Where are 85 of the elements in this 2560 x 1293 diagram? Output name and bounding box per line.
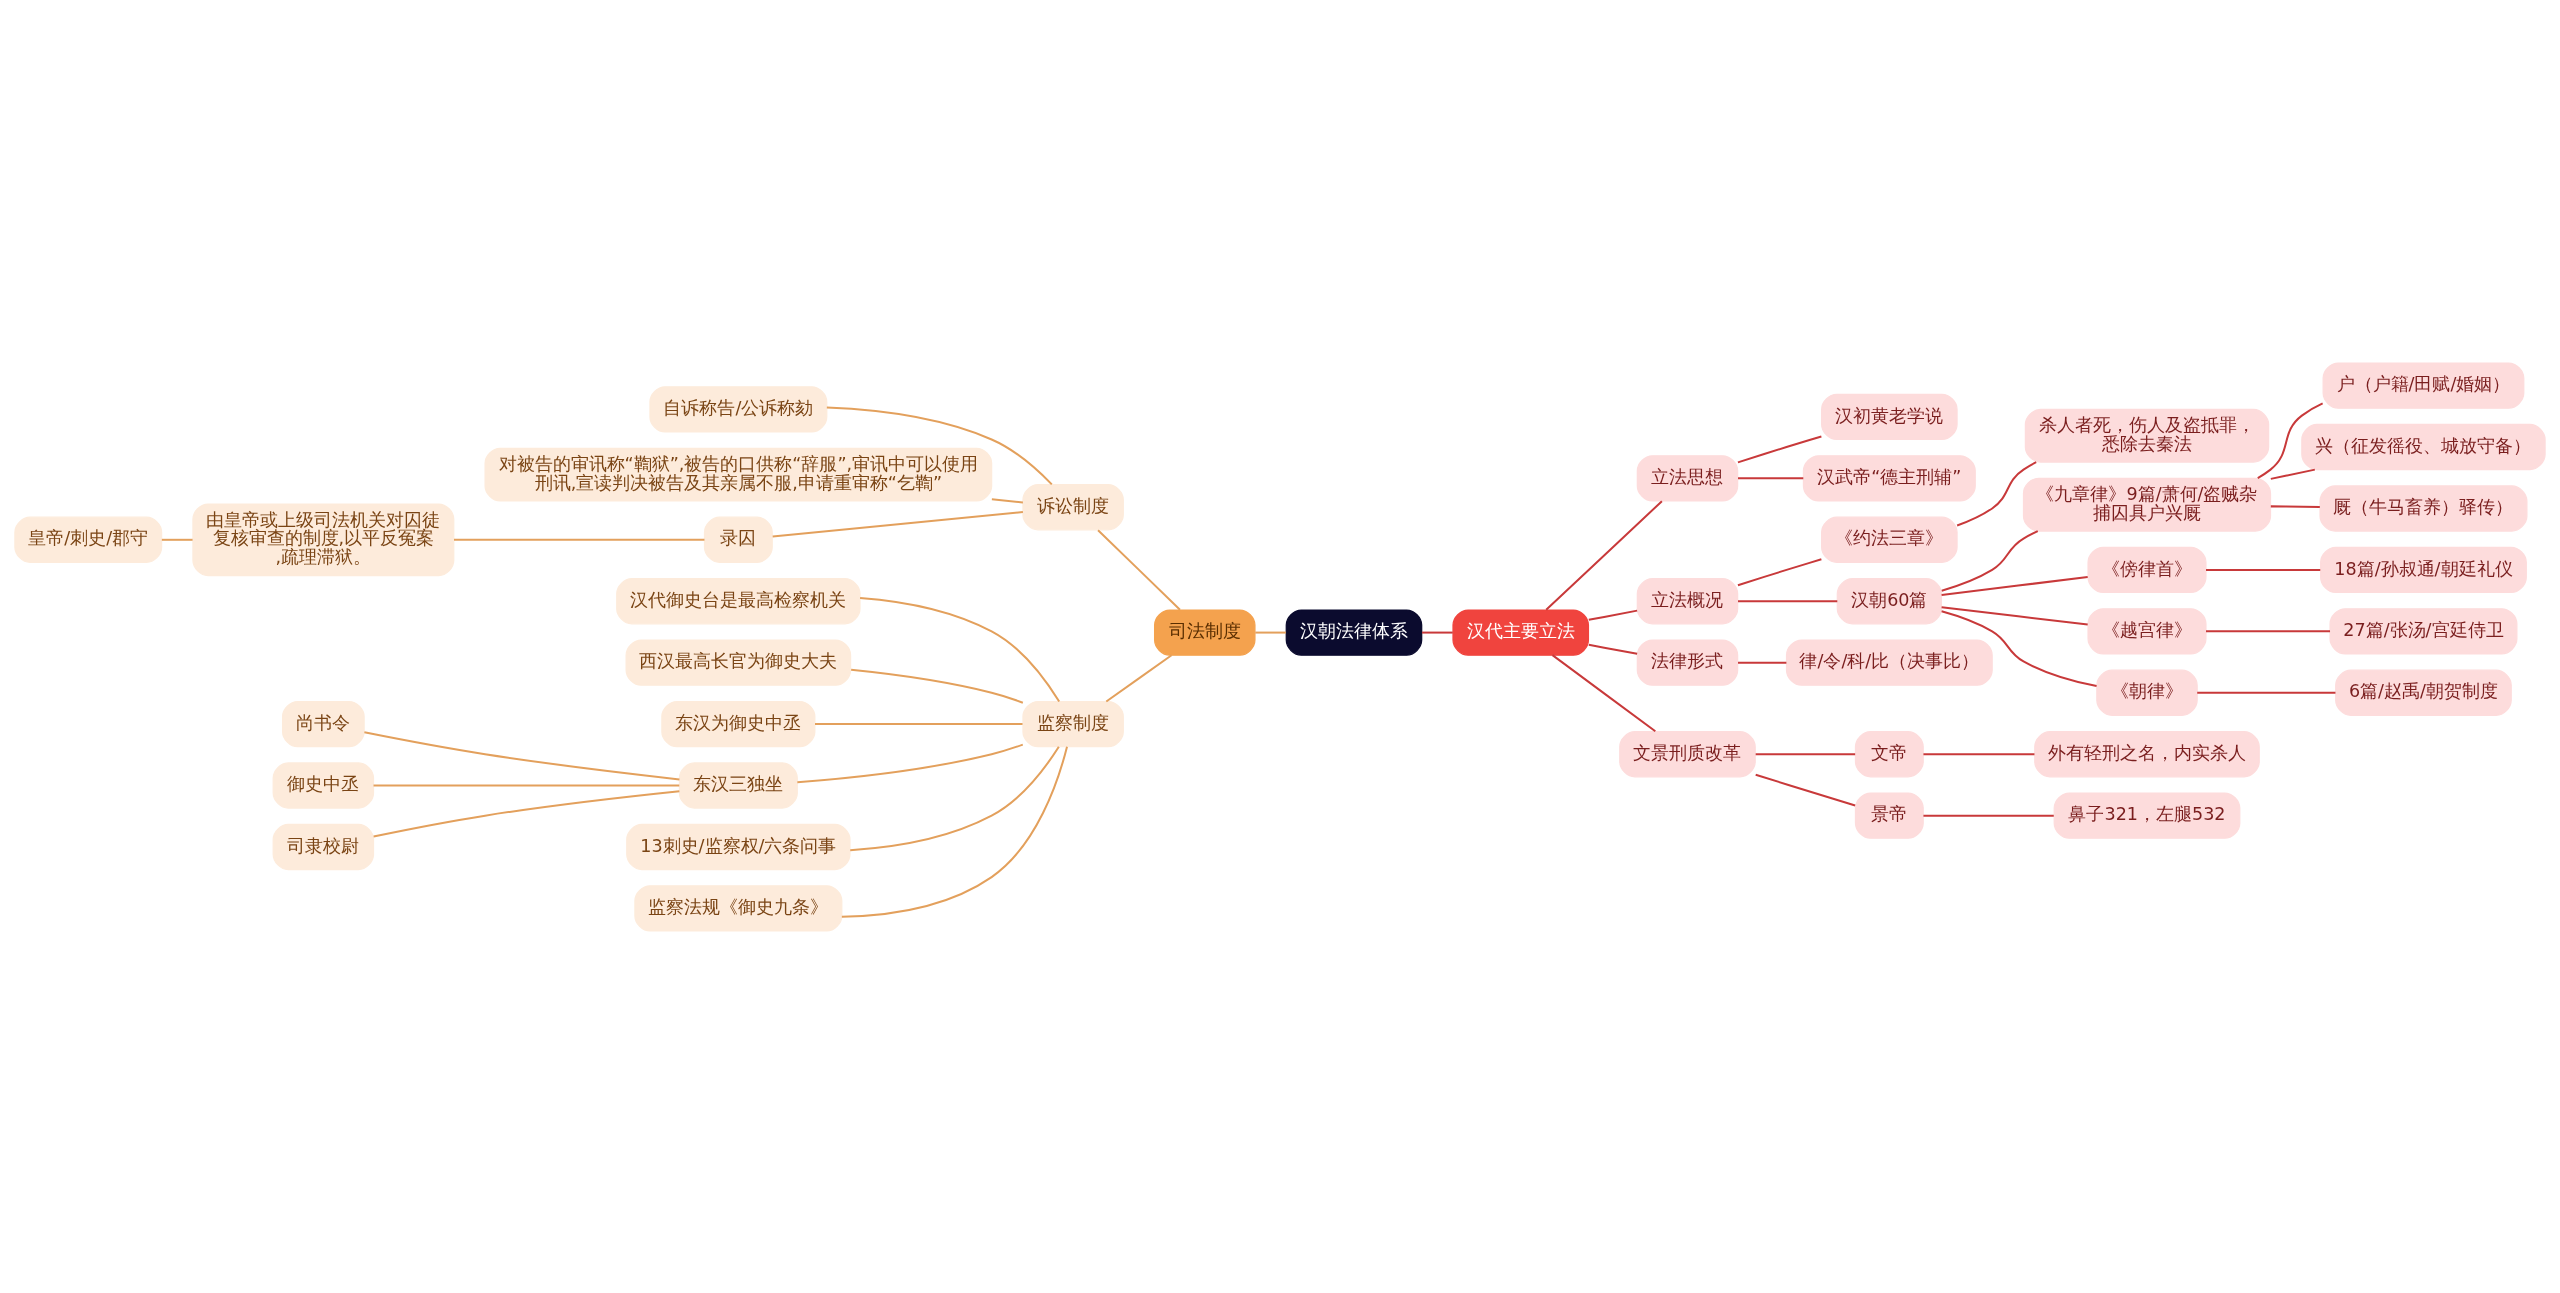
- connector: [1255, 631, 1286, 634]
- connector: [1755, 773, 1856, 806]
- connector: [1737, 435, 1822, 463]
- connector: [1737, 557, 1822, 586]
- connector: [373, 784, 680, 787]
- node-box: 汉代主要立法: [1452, 608, 1590, 656]
- connector: [1105, 653, 1173, 702]
- connector: [1923, 752, 2035, 755]
- node-box: 尚书令: [282, 700, 365, 747]
- node-box: 景帝: [1854, 791, 1924, 839]
- node-box: 汉朝法律体系: [1285, 608, 1423, 656]
- connector: [454, 538, 705, 541]
- connector: [1941, 609, 2097, 687]
- node-box: 厩（牛马畜养）驿传）: [2319, 484, 2528, 532]
- node-box: 诉讼制度: [1022, 483, 1124, 530]
- connector: [1941, 529, 2039, 592]
- connector: [2270, 468, 2316, 480]
- node-box: 监察法规《御史九条》: [634, 884, 843, 932]
- node-box: 立法概况: [1636, 577, 1739, 624]
- connector: [364, 730, 680, 780]
- node-box: 《约法三章》: [1821, 516, 1958, 563]
- connector: [1755, 752, 1856, 755]
- connector: [1551, 653, 1656, 732]
- node-box: 18篇/孙叔通/朝廷礼仪: [2320, 546, 2527, 593]
- node-box: 汉朝60篇: [1836, 577, 1942, 624]
- node-box: 6篇/赵禹/朝贺制度: [2335, 669, 2512, 716]
- connector: [991, 497, 1023, 503]
- connector: [815, 722, 1023, 725]
- connector: [1738, 599, 1838, 602]
- connector: [841, 745, 1068, 918]
- connector: [1956, 460, 2037, 526]
- connector: [2206, 568, 2321, 571]
- node-box: 杀人者死，伤人及盗抵罪，悉除去秦法: [2024, 408, 2270, 463]
- connector: [2257, 402, 2324, 479]
- node-box: 对被告的审讯称“鞫狱”,被告的口供称“辞服”,审讯中可以使用刑讯,宣读判决被告及其亲属不服,申请重审称“乞鞫”: [484, 447, 993, 502]
- connector: [1738, 476, 1804, 479]
- connector: [1588, 609, 1638, 621]
- connector: [860, 596, 1061, 702]
- node-box: 《傍律首》: [2087, 546, 2207, 593]
- connector: [1097, 528, 1181, 610]
- node-box: 鼻子321，左腿532: [2053, 791, 2241, 839]
- node-box: 汉代御史台是最高检察机关: [616, 577, 861, 624]
- connector: [826, 406, 1053, 485]
- connector: [1923, 814, 2054, 817]
- connector: [850, 745, 1060, 851]
- node-box: 监察制度: [1022, 700, 1124, 747]
- node-box: 自诉称告/公诉称劾: [649, 385, 828, 433]
- node-box: 《九章律》9篇/萧何/盗贼杂捕囚具户兴厩: [2022, 477, 2272, 532]
- node-box: 司法制度: [1154, 608, 1256, 656]
- connector: [1941, 575, 2088, 596]
- node-box: 《朝律》: [2096, 669, 2198, 716]
- node-box: 御史中丞: [272, 761, 375, 809]
- connector: [2197, 691, 2336, 694]
- node-box: 外有轻刑之名，内实杀人: [2034, 730, 2260, 777]
- node-box: 文景刑质改革: [1619, 730, 1756, 777]
- node-box: 律/令/科/比（决事比）: [1785, 638, 1993, 686]
- connector: [161, 538, 193, 541]
- connector: [373, 789, 680, 837]
- connector: [1941, 605, 2088, 625]
- node-box: 东汉为御史中丞: [661, 700, 816, 747]
- node-box: 皇帝/刺史/郡守: [14, 516, 163, 563]
- node-box: 兴（征发徭役、城放守备）: [2301, 423, 2546, 470]
- connector: [797, 743, 1024, 783]
- node-box: 27篇/张汤/宫廷侍卫: [2329, 607, 2518, 655]
- node-box: 立法思想: [1636, 454, 1739, 502]
- connector: [851, 668, 1024, 704]
- node-box: 汉初黄老学说: [1821, 393, 1958, 440]
- node-box: 法律形式: [1636, 638, 1739, 686]
- node-box: 文帝: [1854, 730, 1924, 777]
- node-box: 录囚: [703, 516, 773, 563]
- node-box: 《越宫律》: [2087, 607, 2207, 655]
- connector: [1422, 631, 1453, 634]
- node-box: 户（户籍/田赋/婚姻）: [2322, 361, 2525, 409]
- connector: [1588, 643, 1638, 655]
- connector: [2270, 504, 2320, 508]
- node-box: 西汉最高长官为御史大夫: [625, 638, 852, 686]
- node-box: 司隶校尉: [272, 823, 375, 870]
- node-box: 汉武帝“德主刑辅”: [1802, 454, 1976, 502]
- connector: [1738, 661, 1787, 664]
- connector: [2206, 629, 2331, 632]
- node-box: 东汉三独坐: [678, 761, 798, 809]
- connector: [772, 510, 1023, 538]
- connector: [1545, 499, 1663, 611]
- node-box: 由皇帝或上级司法机关对囚徒复核审查的制度,以平反冤案,疏理滞狱。: [192, 502, 455, 576]
- node-box: 13刺史/监察权/六条问事: [626, 823, 851, 870]
